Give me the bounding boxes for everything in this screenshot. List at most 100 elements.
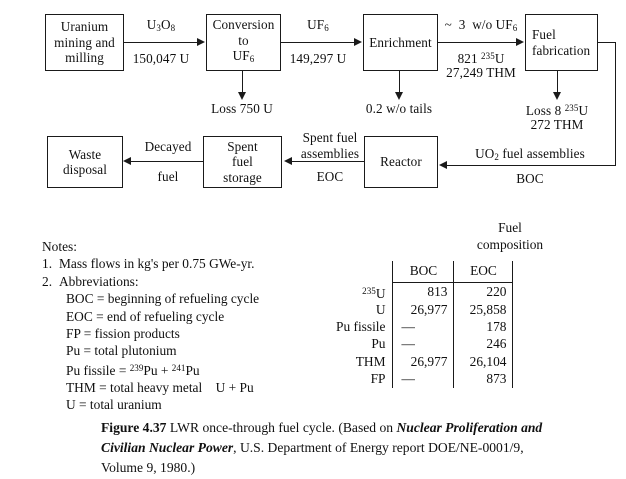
- box-line: Fuel: [532, 27, 556, 42]
- label-enriched-u235: 821 235U: [457, 50, 505, 66]
- label-spent-assemblies-1: Spent fuel: [302, 130, 358, 145]
- label-uo2-timing: BOC: [516, 171, 544, 186]
- arrow-conversion-to-enrichment: [281, 42, 355, 44]
- arrowhead-left: [439, 160, 447, 169]
- box-enrichment: Enrichment: [363, 14, 438, 71]
- arrow-fabrication-loss: [557, 71, 559, 94]
- abbreviation-u: U = total uranium: [66, 397, 162, 413]
- label-conversion-loss: Loss 750 U: [211, 101, 273, 116]
- label-enriched-thm: 27,249 THM: [446, 65, 516, 80]
- table-row: Pu — 246: [330, 336, 514, 354]
- table-title-line2: composition: [476, 236, 544, 252]
- label-decayed-1: Decayed: [144, 139, 192, 154]
- figure-number: Figure 4.37: [101, 420, 167, 435]
- box-line: Waste: [68, 146, 102, 162]
- abbreviation-fp: FP = fission products: [66, 326, 180, 342]
- caption-source-title: Nuclear Proliferation and Civilian Nucle…: [101, 420, 543, 456]
- arrowhead-down: [238, 92, 246, 100]
- box-line: Uranium: [60, 19, 109, 35]
- cell-boc: —: [392, 370, 454, 388]
- arrowhead-down: [553, 92, 561, 100]
- label-uf6-species: UF6: [307, 17, 329, 33]
- caption-tail: , U.S. Department of Energy report DOE/N…: [101, 440, 524, 476]
- arrow-mining-to-conversion: [124, 42, 198, 44]
- label-enriched-species: ~ 3 w/o UF6: [444, 17, 518, 33]
- composition-grid: BOC EOC 235U 813 220 U 26,977 25,858 Pu …: [330, 261, 514, 388]
- table-row: THM 26,977 26,104: [330, 353, 514, 371]
- notes-item-2-text: Abbreviations:: [59, 273, 139, 289]
- box-line: Reactor: [380, 154, 422, 170]
- box-line: fuel: [232, 154, 253, 170]
- box-reactor: Reactor: [364, 136, 438, 188]
- arrowhead-down: [395, 92, 403, 100]
- box-waste-disposal: Waste disposal: [47, 136, 123, 188]
- arrowhead-left: [123, 157, 131, 165]
- row-label-u235: 235U: [362, 285, 386, 301]
- box-line: to: [238, 32, 249, 48]
- box-line: storage: [223, 169, 262, 185]
- cell-eoc: 246: [453, 336, 514, 354]
- connector-fabrication-out: [598, 42, 616, 44]
- header-boc: BOC: [392, 261, 454, 283]
- cell-boc: —: [392, 336, 454, 354]
- cell-boc: 813: [392, 282, 454, 302]
- row-label-fp: FP: [370, 370, 386, 386]
- row-label-thm: THM: [355, 353, 386, 369]
- table-title: Fuel composition: [465, 220, 555, 253]
- table-row: FP — 873: [330, 370, 514, 388]
- label-fabrication-loss-u235: Loss 8 235U: [525, 102, 589, 118]
- arrowhead-right: [354, 37, 362, 46]
- label-spent-assemblies-2: assemblies: [300, 146, 360, 161]
- box-line: disposal: [62, 162, 108, 177]
- caption-lead: LWR once-through fuel cycle. (Based on: [166, 420, 397, 435]
- arrowhead-right: [197, 37, 205, 46]
- abbreviation-eoc: EOC = end of refueling cycle: [66, 308, 225, 324]
- abbreviation-pu-fissile: Pu fissile = 239Pu + 241Pu: [66, 362, 200, 378]
- label-u3o8-mass: 150,047 U: [132, 51, 190, 66]
- abbreviation-boc: BOC = beginning of refueling cycle: [66, 291, 260, 307]
- row-label-u: U: [375, 302, 386, 318]
- cell-eoc: 873: [453, 370, 514, 388]
- table-header-row: BOC EOC: [330, 261, 514, 283]
- header-blank: [330, 261, 393, 283]
- cell-boc: 26,977: [392, 301, 454, 319]
- label-u3o8-species: U3O8: [146, 17, 176, 33]
- cell-eoc: 26,104: [453, 353, 514, 371]
- connector-fabrication-down: [614, 42, 616, 166]
- arrow-conversion-loss: [242, 71, 244, 94]
- box-line: milling: [65, 50, 104, 66]
- notes-heading: Notes:: [42, 239, 77, 254]
- label-spent-timing: EOC: [316, 169, 344, 184]
- table-row: U 26,977 25,858: [330, 301, 514, 319]
- row-label-pu: Pu: [371, 336, 386, 352]
- arrow-reactor-to-storage: [292, 161, 364, 163]
- box-uranium-mining: Uranium mining and milling: [45, 14, 124, 71]
- arrow-storage-to-waste: [131, 161, 203, 163]
- table-row: Pu fissile — 178: [330, 318, 514, 337]
- cell-eoc: 178: [453, 318, 514, 337]
- box-line: mining and: [54, 34, 115, 50]
- label-fabrication-loss-thm: 272 THM: [530, 117, 584, 132]
- notes-block: Notes: 1.Mass flows in kg's per 0.75 GWe…: [42, 238, 259, 414]
- box-line: UF6: [232, 48, 255, 65]
- box-spent-fuel-storage: Spent fuel storage: [203, 136, 282, 188]
- figure-caption: Figure 4.37 LWR once-through fuel cycle.…: [101, 418, 547, 479]
- abbreviation-pu: Pu = total plutonium: [66, 343, 177, 359]
- notes-item-1: 1.Mass flows in kg's per 0.75 GWe-yr.: [42, 255, 259, 272]
- box-line: Conversion: [212, 17, 275, 33]
- box-fuel-fabrication: Fuel fabrication: [525, 14, 598, 71]
- label-enrichment-tails: 0.2 w/o tails: [365, 101, 433, 116]
- label-decayed-2: fuel: [157, 169, 179, 184]
- cell-boc: —: [392, 318, 454, 337]
- arrowhead-left: [284, 157, 292, 165]
- table-row: 235U 813 220: [330, 282, 514, 302]
- notes-item-2-number: 2.: [42, 273, 53, 289]
- arrow-enrichment-tails: [399, 71, 401, 94]
- label-uo2-assemblies: UO2 fuel assemblies: [475, 146, 585, 162]
- cell-eoc: 25,858: [453, 301, 514, 319]
- cell-boc: 26,977: [392, 353, 454, 371]
- table-title-line1: Fuel: [498, 220, 522, 235]
- box-line: Enrichment: [369, 34, 432, 50]
- connector-to-reactor: [447, 164, 615, 166]
